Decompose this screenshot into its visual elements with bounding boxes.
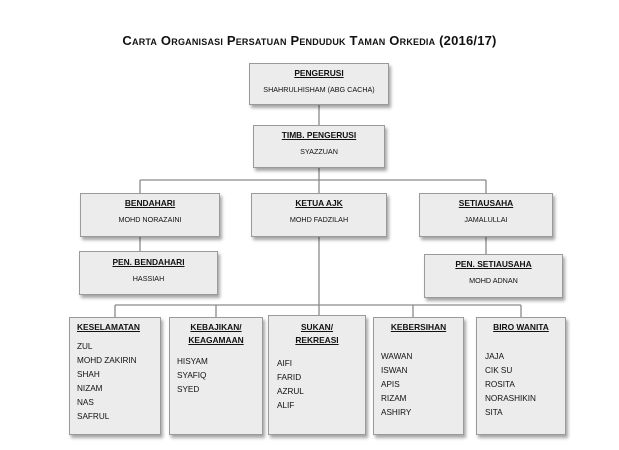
team-member: WAWAN — [381, 352, 413, 361]
pengerusi-box: PENGERUSI SHAHRULHISHAM (ABG CACHA) — [249, 63, 389, 105]
team-member: SAFRUL — [77, 412, 110, 421]
setiausaha-role: SETIAUSAHA — [458, 198, 514, 208]
chart-title: Carta Organisasi Persatuan Penduduk Tama… — [122, 33, 497, 48]
bendahari-name: MOHD NORAZAINI — [118, 215, 182, 224]
team-head-line-2: KEAGAMAAN — [188, 335, 244, 345]
bendahari-role: BENDAHARI — [124, 198, 176, 208]
team-member: APIS — [381, 380, 400, 389]
timb-pengerusi-box: TIMB. PENGERUSI SYAZZUAN — [253, 125, 385, 168]
team-keselamatan: KESELAMATAN ZUL MOHD ZAKIRIN SHAH NIZAM … — [69, 317, 161, 435]
pen-setiausaha-name: MOHD ADNAN — [469, 276, 518, 285]
team-member: ISWAN — [381, 366, 408, 375]
team-head: SUKAN/ — [300, 322, 334, 332]
team-head: KESELAMATAN — [77, 322, 140, 332]
team-member: ALIF — [277, 401, 295, 410]
team-head: BIRO WANITA — [493, 322, 549, 332]
pen-bendahari-role: PEN. BENDAHARI — [112, 257, 185, 267]
team-member: NAS — [77, 398, 94, 407]
team-member: JAJA — [485, 352, 505, 361]
ketua-ajk-role: KETUA AJK — [295, 198, 343, 208]
pengerusi-role: PENGERUSI — [294, 68, 344, 78]
team-member: AZRUL — [277, 387, 304, 396]
team-member: SYED — [177, 385, 200, 394]
team-member: HISYAM — [177, 357, 208, 366]
bendahari-box: BENDAHARI MOHD NORAZAINI — [80, 193, 220, 237]
team-head: KEBERSIHAN — [390, 322, 447, 332]
team-head-line-2: REKREASI — [295, 335, 339, 345]
setiausaha-name: JAMALULLAI — [464, 215, 508, 224]
team-member: NIZAM — [77, 384, 103, 393]
pengerusi-name: SHAHRULHISHAM (ABG CACHA) — [263, 85, 375, 94]
ketua-ajk-box: KETUA AJK MOHD FADZILAH — [251, 193, 387, 237]
team-member: AIFI — [277, 359, 293, 368]
team-biro-wanita: BIRO WANITA JAJA CIK SU ROSITA NORASHIKI… — [476, 317, 566, 435]
pen-bendahari-box: PEN. BENDAHARI HASSIAH — [79, 251, 218, 295]
pen-bendahari-name: HASSIAH — [132, 274, 165, 283]
team-kebajikan-keagamaan: KEBAJIKAN/ KEAGAMAAN HISYAM SYAFIQ SYED — [169, 317, 263, 435]
team-member: RIZAM — [381, 394, 407, 403]
team-member: ASHIRY — [381, 408, 412, 417]
team-head: KEBAJIKAN/ — [190, 322, 242, 332]
team-member: ZUL — [77, 342, 93, 351]
ketua-ajk-name: MOHD FADZILAH — [289, 215, 349, 224]
team-sukan-rekreasi: SUKAN/ REKREASI AIFI FARID AZRUL ALIF — [268, 315, 366, 435]
pen-setiausaha-box: PEN. SETIAUSAHA MOHD ADNAN — [424, 254, 563, 298]
setiausaha-box: SETIAUSAHA JAMALULLAI — [419, 193, 553, 237]
team-member: MOHD ZAKIRIN — [77, 356, 137, 365]
pen-setiausaha-role: PEN. SETIAUSAHA — [455, 259, 532, 269]
team-member: SHAH — [77, 370, 100, 379]
team-kebersihan: KEBERSIHAN WAWAN ISWAN APIS RIZAM ASHIRY — [373, 317, 464, 435]
timb-pengerusi-name: SYAZZUAN — [300, 147, 338, 156]
team-member: CIK SU — [485, 366, 513, 375]
team-member: NORASHIKIN — [485, 394, 536, 403]
team-member: SITA — [485, 408, 503, 417]
team-member: ROSITA — [485, 380, 515, 389]
timb-pengerusi-role: TIMB. PENGERUSI — [281, 130, 357, 140]
team-member: FARID — [277, 373, 302, 382]
team-member: SYAFIQ — [177, 371, 207, 380]
